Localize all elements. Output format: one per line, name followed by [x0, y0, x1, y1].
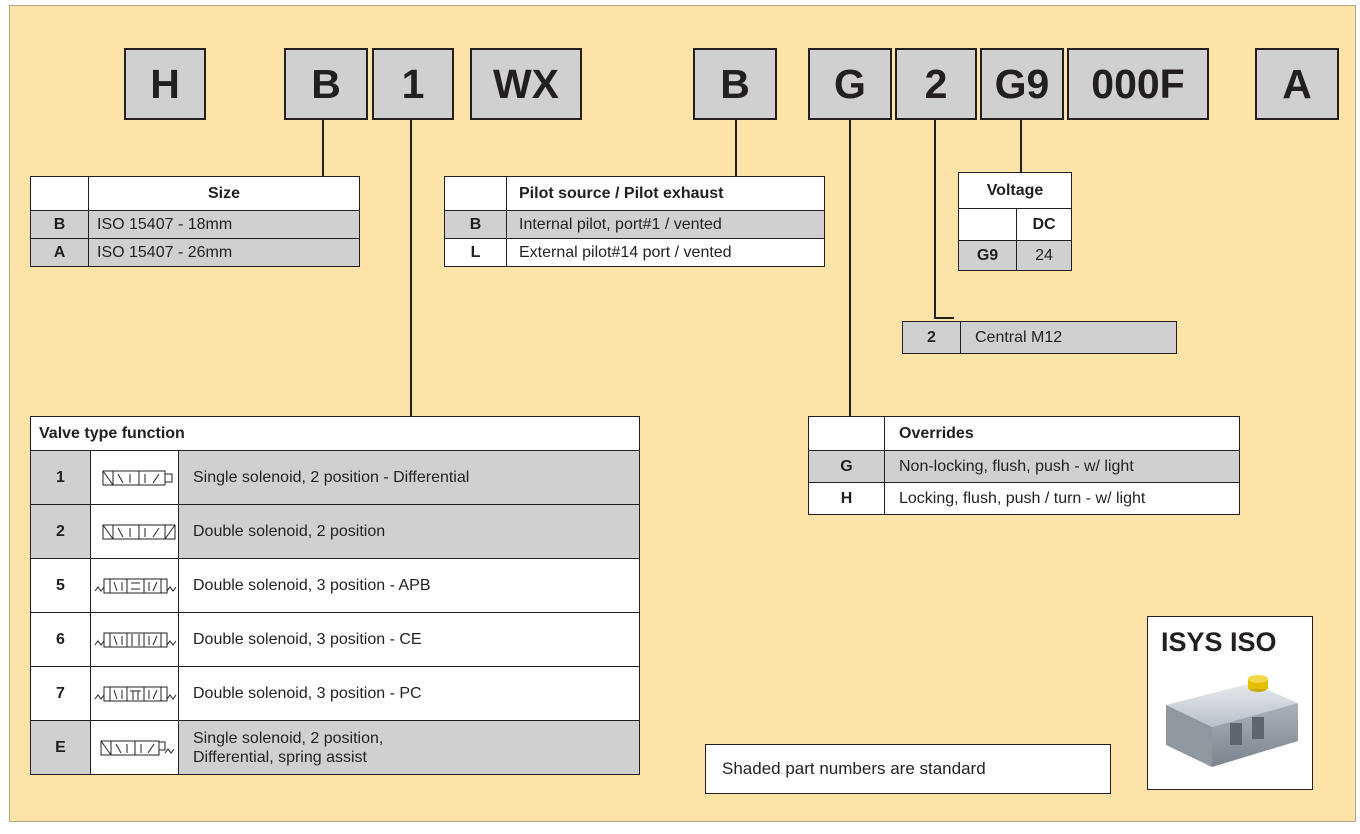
overrides-leader-line	[849, 119, 851, 417]
valve-label: Single solenoid, 2 position - Differenti…	[178, 450, 640, 505]
shaded-standard-note: Shaded part numbers are standard	[705, 744, 1111, 794]
double-solenoid-3pos-apb-symbol	[90, 558, 179, 613]
table-row: L External pilot#14 port / vented	[444, 238, 825, 267]
valve-function-leader-line	[410, 119, 412, 417]
size-label: ISO 15407 - 26mm	[88, 238, 360, 267]
double-solenoid-3pos-pc-symbol	[90, 666, 179, 721]
pilot-table: Pilot source / Pilot exhaust B Internal …	[444, 176, 825, 267]
table-row: E Single solenoid, 2 position, Different…	[30, 720, 640, 775]
code-box-wx: WX	[470, 48, 582, 120]
code-box-connector: 2	[895, 48, 977, 120]
table-row: H Locking, flush, push / turn - w/ light	[808, 482, 1240, 515]
connector-leader-line-v	[934, 119, 936, 319]
valve-product-image	[1166, 675, 1298, 767]
code-box-series: H	[124, 48, 206, 120]
voltage-table: Voltage DC G9 24	[958, 172, 1072, 271]
override-code: H	[808, 482, 885, 515]
table-row: G Non-locking, flush, push - w/ light	[808, 450, 1240, 483]
size-code: A	[30, 238, 89, 267]
code-box-000f: 000F	[1067, 48, 1209, 120]
size-header: Size	[88, 176, 360, 211]
size-table: Size B ISO 15407 - 18mm A ISO 15407 - 26…	[30, 176, 360, 267]
connector-leader-line-h	[934, 317, 954, 319]
voltage-header: Voltage	[958, 172, 1072, 209]
table-row: 7 Double solenoid, 3 position - PC	[30, 666, 640, 721]
code-box-voltage: G9	[980, 48, 1064, 120]
voltage-value: 24	[1016, 240, 1072, 271]
valve-label: Double solenoid, 3 position - PC	[178, 666, 640, 721]
code-box-pilot: B	[693, 48, 777, 120]
connector-label: Central M12	[960, 321, 1177, 354]
valve-code: 6	[30, 612, 91, 667]
voltage-code: G9	[958, 240, 1017, 271]
valve-code: 2	[30, 504, 91, 559]
pilot-leader-line	[735, 119, 737, 178]
valve-label-line1: Single solenoid, 2 position,	[193, 729, 384, 747]
override-label: Non-locking, flush, push - w/ light	[884, 450, 1240, 483]
size-code: B	[30, 210, 89, 239]
double-solenoid-3pos-ce-symbol	[90, 612, 179, 667]
voltage-leader-line	[1020, 119, 1022, 172]
table-row: B ISO 15407 - 18mm	[30, 210, 360, 239]
valve-label: Single solenoid, 2 position, Differentia…	[178, 720, 640, 775]
table-row: 2 Double solenoid, 2 position	[30, 504, 640, 559]
code-box-overrides: G	[808, 48, 892, 120]
valve-label: Double solenoid, 2 position	[178, 504, 640, 559]
code-box-size: B	[284, 48, 368, 120]
valve-function-header: Valve type function	[30, 416, 640, 451]
table-row: 6 Double solenoid, 3 position - CE	[30, 612, 640, 667]
table-row: 1 Single solenoid, 2 position - Differen…	[30, 450, 640, 505]
code-box-valve-function: 1	[372, 48, 454, 120]
valve-code: 1	[30, 450, 91, 505]
valve-code: 7	[30, 666, 91, 721]
connector-code: 2	[902, 321, 961, 354]
pilot-code: B	[444, 210, 507, 239]
size-leader-line	[322, 119, 324, 177]
valve-code: 5	[30, 558, 91, 613]
single-solenoid-spring-assist-symbol	[90, 720, 179, 775]
override-code: G	[808, 450, 885, 483]
valve-label: Double solenoid, 3 position - CE	[178, 612, 640, 667]
double-solenoid-2pos-symbol	[90, 504, 179, 559]
valve-code: E	[30, 720, 91, 775]
valve-function-table: Valve type function 1 Single solenoid, 2…	[30, 416, 640, 775]
table-row: 2 Central M12	[902, 321, 1177, 354]
connector-table: 2 Central M12	[902, 321, 1177, 354]
voltage-subheader: DC	[1016, 208, 1072, 241]
product-box: ISYS ISO	[1147, 616, 1313, 790]
size-label: ISO 15407 - 18mm	[88, 210, 360, 239]
pilot-label: External pilot#14 port / vented	[506, 238, 825, 267]
table-row: 5 Double solenoid, 3 position - APB	[30, 558, 640, 613]
ordering-panel: H B 1 WX B G 2 G9 000F A Size B ISO 1540…	[9, 5, 1356, 822]
pilot-code: L	[444, 238, 507, 267]
pilot-label: Internal pilot, port#1 / vented	[506, 210, 825, 239]
overrides-header: Overrides	[884, 416, 1240, 451]
code-box-suffix: A	[1255, 48, 1339, 120]
valve-label-line2: Differential, spring assist	[193, 748, 367, 766]
table-row: G9 24	[958, 240, 1072, 271]
single-solenoid-2pos-differential-symbol	[90, 450, 179, 505]
override-label: Locking, flush, push / turn - w/ light	[884, 482, 1240, 515]
valve-label: Double solenoid, 3 position - APB	[178, 558, 640, 613]
table-row: A ISO 15407 - 26mm	[30, 238, 360, 267]
pilot-header: Pilot source / Pilot exhaust	[506, 176, 825, 211]
overrides-table: Overrides G Non-locking, flush, push - w…	[808, 416, 1240, 515]
table-row: B Internal pilot, port#1 / vented	[444, 210, 825, 239]
product-title: ISYS ISO	[1161, 627, 1277, 657]
